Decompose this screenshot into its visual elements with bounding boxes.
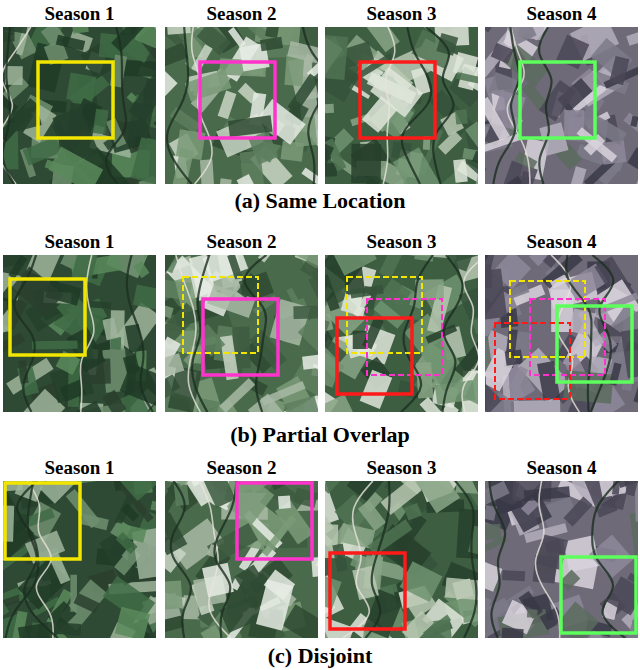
season-panel: Season 1 <box>3 3 156 184</box>
panel-title: Season 2 <box>165 457 318 479</box>
crop-box <box>5 483 80 559</box>
previous-crop-box <box>530 299 605 375</box>
season-panel: Season 3 <box>325 457 478 638</box>
crop-box <box>10 279 85 355</box>
satellite-image <box>165 255 318 412</box>
season-panel: Season 2 <box>165 231 318 412</box>
crop-box <box>557 306 632 382</box>
panel-title: Season 4 <box>485 457 638 479</box>
panel-title: Season 2 <box>165 231 318 253</box>
satellite-image <box>325 255 478 412</box>
previous-crop-box <box>510 281 585 357</box>
satellite-image <box>325 27 478 184</box>
subfigure-caption: (b) Partial Overlap <box>0 422 640 448</box>
satellite-image <box>3 255 156 412</box>
crop-box <box>330 553 405 629</box>
panel-title: Season 3 <box>325 3 478 25</box>
satellite-image <box>165 27 318 184</box>
season-panel: Season 4 <box>485 231 638 412</box>
crop-box <box>360 62 435 138</box>
satellite-image <box>325 481 478 638</box>
season-panel: Season 3 <box>325 231 478 412</box>
subfigure-caption: (a) Same Location <box>0 188 640 214</box>
crop-box <box>561 557 636 633</box>
season-panel: Season 1 <box>3 231 156 412</box>
season-panel: Season 2 <box>165 457 318 638</box>
season-panel: Season 1 <box>3 457 156 638</box>
panel-title: Season 4 <box>485 231 638 253</box>
panel-title: Season 3 <box>325 231 478 253</box>
panel-title: Season 1 <box>3 231 156 253</box>
satellite-image <box>165 481 318 638</box>
satellite-image <box>3 481 156 638</box>
crop-box <box>337 318 412 394</box>
season-panel: Season 4 <box>485 3 638 184</box>
panel-title: Season 3 <box>325 457 478 479</box>
panel-title: Season 1 <box>3 457 156 479</box>
season-panel: Season 2 <box>165 3 318 184</box>
satellite-image <box>485 255 638 412</box>
panel-title: Season 2 <box>165 3 318 25</box>
crop-box <box>520 62 595 138</box>
season-panel: Season 4 <box>485 457 638 638</box>
previous-crop-box <box>183 277 258 353</box>
panel-title: Season 4 <box>485 3 638 25</box>
crop-box <box>200 62 275 138</box>
season-panel: Season 3 <box>325 3 478 184</box>
panel-title: Season 1 <box>3 3 156 25</box>
satellite-image <box>485 481 638 638</box>
crop-box <box>203 299 278 375</box>
previous-crop-box <box>367 299 442 375</box>
crop-box <box>237 483 312 559</box>
crop-box <box>38 62 113 138</box>
satellite-image <box>3 27 156 184</box>
satellite-image <box>485 27 638 184</box>
subfigure-caption: (c) Disjoint <box>0 643 640 669</box>
